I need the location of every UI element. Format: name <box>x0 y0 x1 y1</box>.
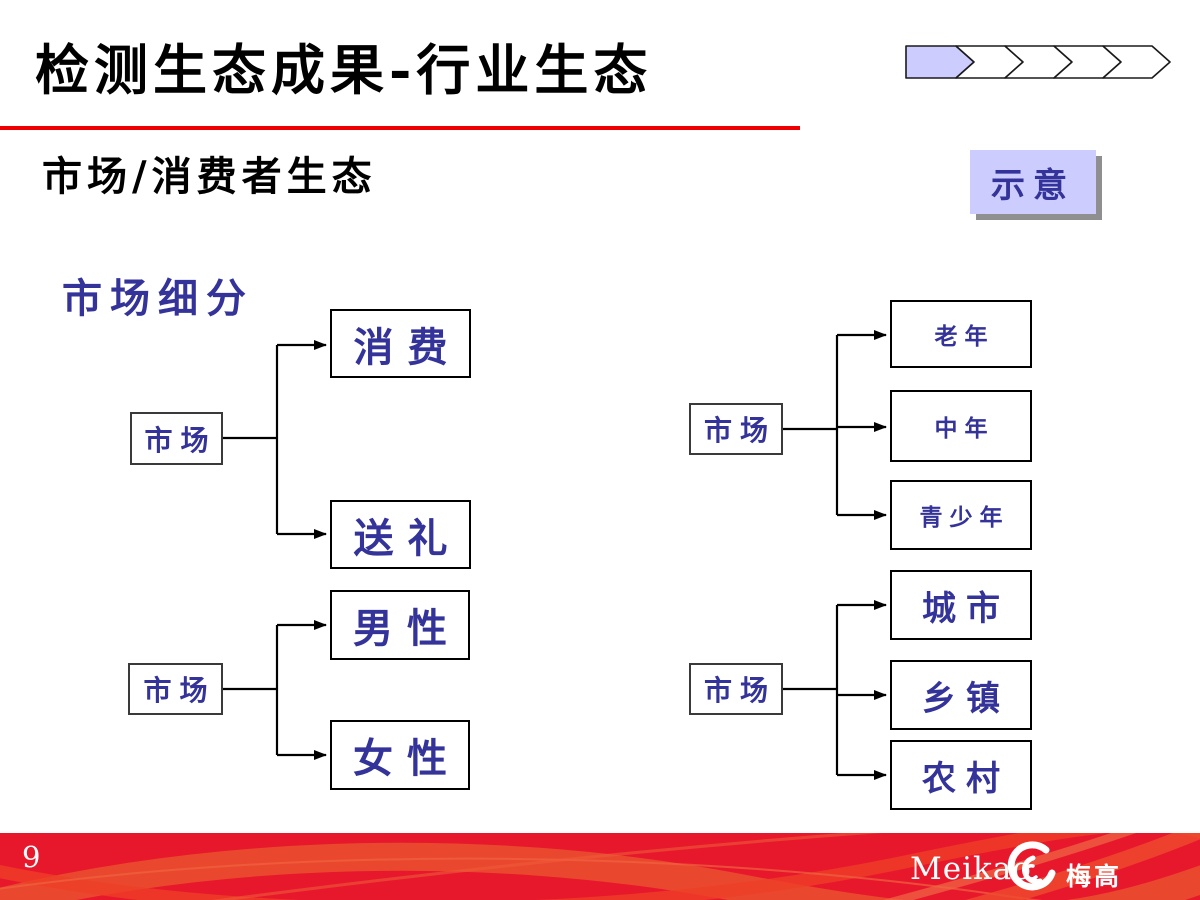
segment-box: 农村 <box>890 740 1032 810</box>
segment-box: 中年 <box>890 390 1032 462</box>
stamp-badge: 示意 <box>970 150 1096 214</box>
slide-subtitle: 市场/消费者生态 <box>42 153 377 200</box>
title-underline <box>0 126 800 130</box>
market-parent-box: 市场 <box>130 412 223 465</box>
progress-chevrons <box>905 45 1171 79</box>
segment-box: 送礼 <box>330 500 471 569</box>
page-title: 检测生态成果-行业生态 <box>35 38 653 102</box>
segment-box: 青少年 <box>890 480 1032 550</box>
segment-box: 消费 <box>330 309 471 378</box>
segment-box: 女性 <box>330 720 470 790</box>
logo-wordmark-cjk: 梅高 <box>1066 862 1123 891</box>
chevron-segment <box>1102 45 1171 79</box>
market-parent-box: 市场 <box>689 403 783 455</box>
segment-box: 男性 <box>330 590 470 660</box>
segment-box: 老年 <box>890 300 1032 368</box>
page-number: 9 <box>22 840 41 874</box>
market-parent-box: 市场 <box>689 663 783 715</box>
segment-box: 乡镇 <box>890 660 1032 730</box>
logo-swirl-icon <box>1007 841 1056 891</box>
segment-box: 城市 <box>890 570 1032 640</box>
market-parent-box: 市场 <box>128 663 223 715</box>
section-label: 市场细分 <box>62 275 254 322</box>
